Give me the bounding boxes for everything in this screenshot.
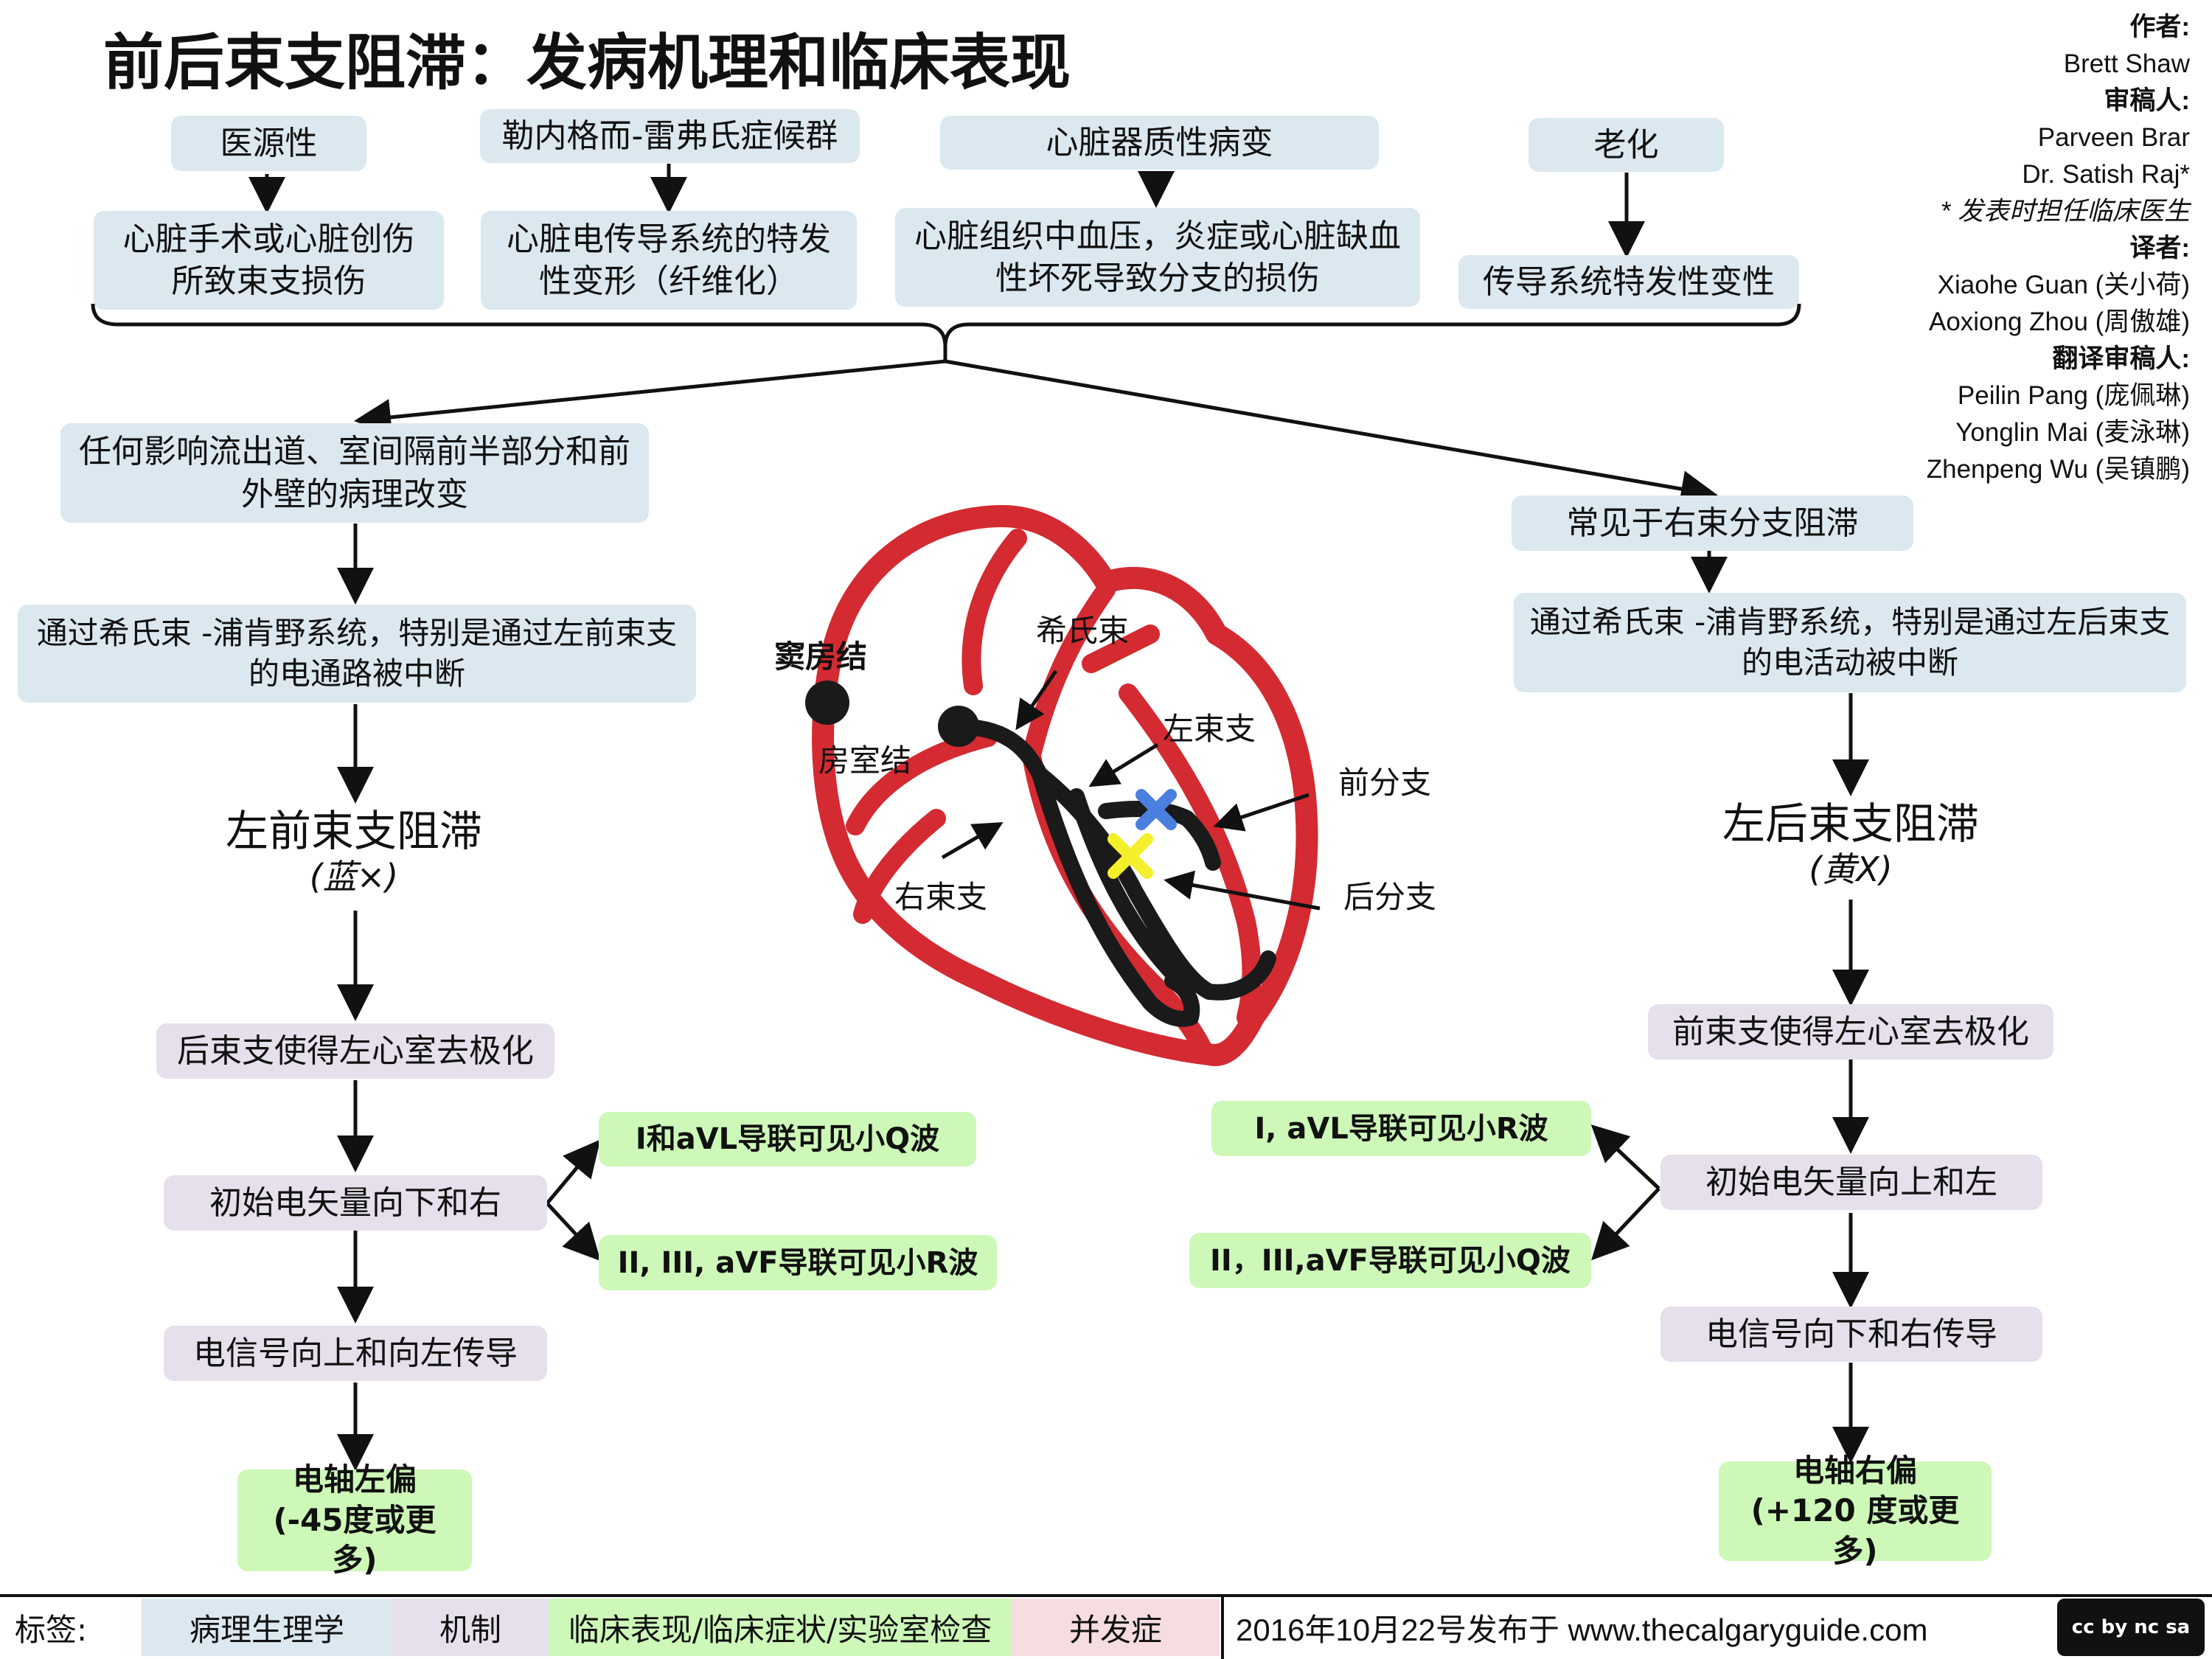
label-anterior-fascicle: 前分支 (1338, 765, 1432, 801)
right-vector: 初始电矢量向上和左 (1660, 1155, 2042, 1210)
author-label: 作者: (2129, 13, 2190, 41)
posterior-fascicle-path (1068, 788, 1188, 989)
cause-brace (91, 303, 1801, 347)
left-diagnosis: 左前束支阻滞 (225, 806, 482, 856)
heart-septum-upper (961, 529, 1027, 695)
translator-name: Aoxiong Zhou (周傲雄) (1928, 307, 2190, 336)
left-finding-q-waves: I和aVL导联可见小Q波 (599, 1112, 976, 1166)
arrow-anterior-label (1213, 793, 1310, 832)
right-conduction: 电信号向下和右传导 (1660, 1307, 2042, 1362)
reviewer-note: * 发表时担任临床医生 (1940, 197, 2190, 226)
cc-license-icon: cc by nc sa (2057, 1599, 2205, 1656)
left-depolarization: 后束支使得左心室去极化 (156, 1023, 554, 1079)
credits-block: 作者: Brett Shaw 审稿人: Parveen Brar Dr. Sat… (1674, 9, 2190, 488)
left-mechanism: 通过希氏束 -浦肯野系统，特别是通过左前束支的电通路被中断 (18, 605, 696, 703)
left-finding-r-waves: II, III, aVF导联可见小R波 (599, 1235, 997, 1290)
right-depolarization: 前束支使得左心室去极化 (1648, 1004, 2053, 1060)
cause-structural: 心脏器质性病变 (940, 116, 1379, 170)
arrow-his-label (1015, 669, 1058, 731)
arrow-posterior-label (1164, 870, 1321, 911)
reviewer-name: Dr. Satish Raj* (2022, 160, 2190, 189)
translation-reviewer-name: Yonglin Mai (麦泳琳) (1955, 418, 2190, 447)
tags-label: 标签: (15, 1611, 88, 1648)
tag-pathophysiology[interactable]: 病理生理学 (142, 1599, 392, 1656)
translation-reviewers-label: 翻译审稿人: (2052, 344, 2190, 373)
tag-clinical-findings[interactable]: 临床表现/临床症状/实验室检查 (549, 1599, 1012, 1656)
arrow-left-finding1 (546, 1139, 601, 1205)
translation-reviewer-name: Peilin Pang (庞佩琳) (1957, 381, 2190, 410)
author-name: Brett Shaw (2063, 49, 2190, 78)
arrow-left-finding2 (546, 1202, 601, 1262)
right-axis-deviation: 电轴右偏 (+120 度或更多) (1719, 1453, 1992, 1569)
tag-mechanism[interactable]: 机制 (392, 1599, 549, 1656)
sa-node-dot (805, 681, 849, 725)
label-left-bundle: 左束支 (1163, 711, 1256, 747)
right-finding-q-waves: II，III,aVF导联可见小Q波 (1189, 1233, 1591, 1288)
label-his-bundle: 希氏束 (1036, 613, 1130, 649)
footer-bar: 标签: 病理生理学 机制 临床表现/临床症状/实验室检查 并发症 2016年10… (0, 1594, 2212, 1659)
label-sa-node: 窦房结 (774, 639, 868, 675)
heart-av-partition (1082, 625, 1160, 673)
right-marker-note: (黄X) (1809, 849, 1893, 889)
left-axis-line2: (-45度或更多) (273, 1501, 437, 1579)
av-node-dot (938, 706, 979, 747)
left-marker-note: (蓝×) (309, 857, 399, 897)
footer-separator (1221, 1597, 1224, 1659)
right-bundle-path (1032, 766, 1200, 1027)
heart-illustration (805, 505, 1321, 1066)
cause-aging: 老化 (1528, 118, 1724, 172)
cause-iatrogenic: 医源性 (171, 116, 366, 171)
right-axis-line1: 电轴右偏 (1792, 1452, 1917, 1489)
reviewers-label: 审稿人: (2104, 86, 2190, 115)
footer-divider (0, 1594, 2212, 1597)
heart-ventricle-wall (853, 809, 946, 924)
right-mechanism: 通过希氏束 -浦肯野系统，特别是通过左后束支的电活动被中断 (1514, 593, 2186, 692)
label-right-bundle: 右束支 (894, 879, 988, 915)
label-posterior-fascicle: 后分支 (1343, 879, 1437, 915)
arrow-right-finding1 (1590, 1124, 1660, 1190)
page-title: 前后束支阻滞：发病机理和临床表现 (103, 27, 1071, 98)
right-axis-line2: (+120 度或更多) (1750, 1492, 1960, 1569)
yellow-x-marker (1107, 833, 1153, 879)
translation-reviewer-name: Zhenpeng Wu (吴镇鹏) (1926, 455, 2190, 484)
arrow-right-finding2 (1591, 1187, 1660, 1261)
cause-lenegre-detail: 心脏电传导系统的特发性变形（纤维化） (481, 211, 857, 310)
right-finding-r-waves: I, aVL导联可见小R波 (1211, 1101, 1591, 1156)
translator-name: Xiaohe Guan (关小荷) (1937, 271, 2190, 299)
label-av-node: 房室结 (818, 742, 912, 779)
arrow-to-right-path (945, 359, 1718, 507)
reviewer-name: Parveen Brar (2037, 123, 2190, 152)
cause-structural-detail: 心脏组织中血压，炎症或心脏缺血性坏死导致分支的损伤 (895, 208, 1420, 307)
arrow-to-left-path (354, 359, 946, 436)
tag-complications[interactable]: 并发症 (1012, 1599, 1220, 1656)
left-axis-deviation: 电轴左偏 (-45度或更多) (237, 1461, 472, 1578)
left-axis-line1: 电轴左偏 (292, 1461, 417, 1498)
published-note: 2016年10月22号发布于 www.thecalgaryguide.com (1236, 1612, 1928, 1647)
left-vector: 初始电矢量向下和右 (164, 1175, 547, 1231)
arrow-right-bundle-label (941, 821, 1004, 860)
anterior-fascicle-path (1098, 801, 1221, 871)
left-conduction: 电信号向上和向左传导 (164, 1326, 547, 1381)
right-pathology: 常见于右束分支阻滞 (1512, 495, 1913, 551)
cause-lenegre: 勒内格而-雷弗氏症候群 (480, 109, 860, 163)
cause-iatrogenic-detail: 心脏手术或心脏创伤所致束支损伤 (94, 211, 444, 310)
blue-x-marker (1135, 789, 1177, 830)
translators-label: 译者: (2129, 234, 2190, 262)
arrow-left-bundle-label (1088, 742, 1159, 787)
heart-septum-atria (1023, 580, 1116, 762)
cause-aging-detail: 传导系统特发性变性 (1458, 255, 1799, 309)
left-pathology: 任何影响流出道、室间隔前半部分和前外壁的病理改变 (60, 423, 649, 523)
right-diagnosis: 左后束支阻滞 (1722, 799, 1979, 849)
